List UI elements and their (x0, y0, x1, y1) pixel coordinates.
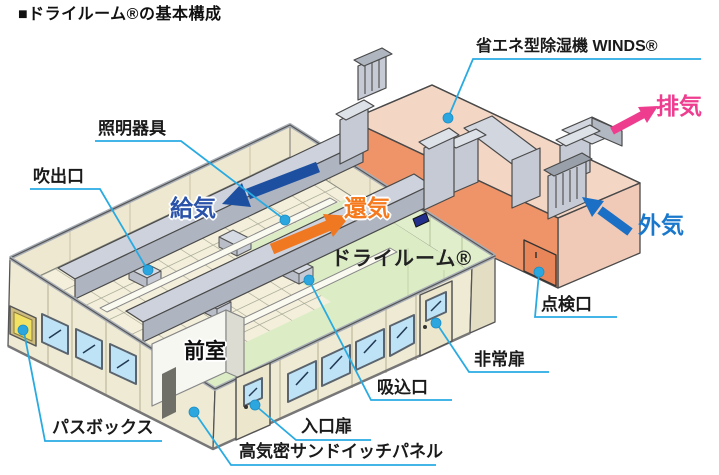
label-supply-air: 給気 (170, 195, 216, 221)
label-outside-air: 外気 (638, 212, 684, 238)
label-pass-box: パスボックス (52, 418, 154, 437)
gauge-window (109, 343, 137, 385)
return-riser (418, 127, 460, 211)
anteroom-structure (151, 309, 245, 419)
exhaust-arrow (610, 106, 658, 135)
label-dehumidifier: 省エネ型除湿機 WINDS® (476, 38, 658, 55)
gauge-window (75, 328, 103, 370)
label-anteroom: 前室 (184, 340, 226, 363)
gauge-window (287, 360, 317, 403)
label-entrance-door: 入口扉 (301, 417, 352, 436)
gauge-window (355, 328, 385, 371)
label-blowout-port: 吹出口 (33, 167, 84, 186)
leader-lines (23, 58, 701, 466)
label-dry-room: ドライルーム® (331, 248, 473, 270)
label-sandwich-panel: 高気密サンドイッチパネル (239, 442, 443, 461)
gauge-window (41, 313, 69, 355)
label-emergency-door: 非常扉 (474, 350, 525, 369)
emergency-door (419, 280, 453, 357)
machine-duct-work (445, 115, 623, 220)
supply-riser (335, 47, 393, 165)
control-box (412, 212, 430, 228)
label-lighting-fixture: 照明器具 (98, 119, 166, 138)
outside-air-arrow (582, 197, 633, 236)
gauge-window (321, 344, 351, 387)
openings (9, 280, 453, 441)
return-air-arrow (269, 214, 350, 255)
leader-dots (17, 112, 545, 418)
label-return-air: 還気 (344, 195, 390, 221)
label-inspection-port: 点検口 (541, 295, 592, 314)
light-fixture (99, 197, 338, 313)
label-suction-port: 吸込口 (377, 378, 428, 397)
inspection-door (523, 239, 557, 287)
label-exhaust: 排気 (656, 93, 702, 119)
gauge-window (389, 314, 415, 357)
page-title: ■ドライルーム®の基本構成 (18, 6, 222, 23)
outside-air-intake (543, 152, 593, 220)
